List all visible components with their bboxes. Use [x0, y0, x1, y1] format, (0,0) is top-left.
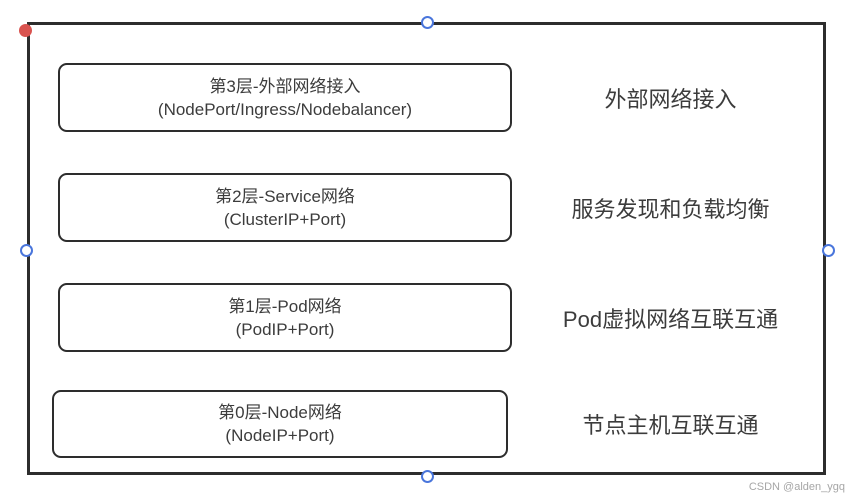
layer-subtitle: (PodIP+Port)	[235, 319, 335, 339]
resize-handle-left[interactable]	[20, 244, 33, 257]
resize-handle-top[interactable]	[421, 16, 434, 29]
layer-box-external-access: 第3层-外部网络接入 (NodePort/Ingress/Nodebalance…	[58, 63, 512, 132]
layer-side-label: 外部网络接入	[604, 86, 737, 112]
resize-handle-bottom[interactable]	[421, 470, 434, 483]
layer-box-service-network: 第2层-Service网络 (ClusterIP+Port)	[58, 173, 512, 242]
resize-handle-right[interactable]	[822, 244, 835, 257]
layer-side-label: Pod虚拟网络互联互通	[562, 306, 779, 332]
layer-side-label: 节点主机互联互通	[582, 413, 759, 438]
layer-title: 第0层-Node网络	[218, 403, 342, 422]
layer-title: 第3层-外部网络接入	[209, 76, 361, 96]
layer-subtitle: (NodeIP+Port)	[225, 426, 335, 445]
layer-box-node-network: 第0层-Node网络 (NodeIP+Port)	[52, 390, 508, 458]
layer-box-pod-network: 第1层-Pod网络 (PodIP+Port)	[58, 283, 512, 352]
layer-subtitle: (ClusterIP+Port)	[223, 209, 347, 229]
layer-side-label: 服务发现和负载均衡	[571, 196, 770, 222]
layer-subtitle: (NodePort/Ingress/Nodebalancer)	[157, 99, 413, 119]
layer-title: 第2层-Service网络	[215, 186, 355, 206]
csdn-watermark: CSDN @alden_ygq	[748, 481, 845, 493]
red-anchor-handle[interactable]	[19, 24, 32, 37]
layer-title: 第1层-Pod网络	[228, 296, 342, 316]
